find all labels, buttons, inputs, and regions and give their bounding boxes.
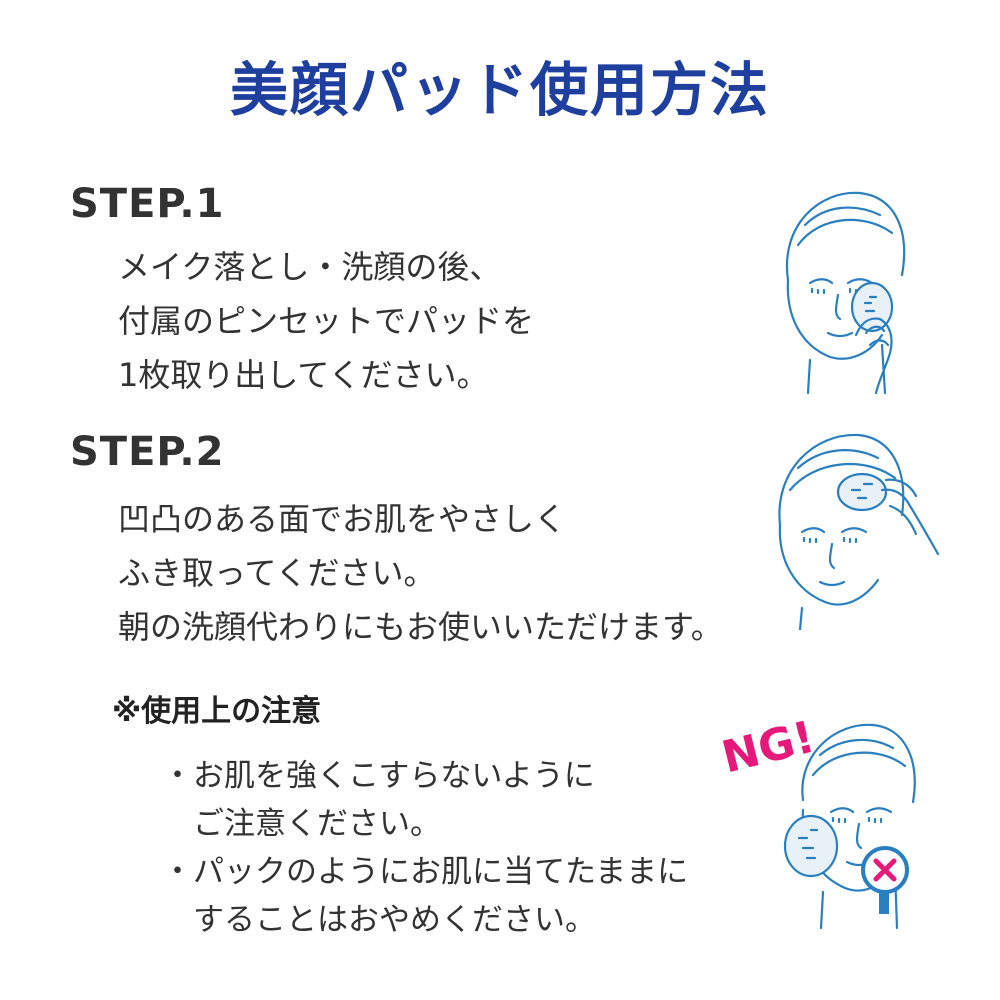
page-title: 美顔パッド使用方法 xyxy=(229,56,770,124)
caution-line-2: ご注意ください。 xyxy=(162,806,441,842)
caution-line-3: ・パックのようにお肌に当てたままに xyxy=(162,854,689,890)
caution-heading: ※使用上の注意 xyxy=(112,694,322,729)
step2-text: 凹凸のある面でお肌をやさしく ふき取ってください。 朝の洗顔代わりにもお使いいた… xyxy=(118,492,723,654)
step2-line-1: 凹凸のある面でお肌をやさしく xyxy=(118,500,567,538)
step1-line-2: 付属のピンセットでパッドを xyxy=(118,302,535,340)
face-pad-forehead-illustration xyxy=(778,433,940,630)
cross-mark-icon xyxy=(861,846,909,914)
face-pad-cheek-illustration xyxy=(785,191,906,395)
face-pad-ng-illustration xyxy=(783,723,916,930)
step2-heading: STEP.2 xyxy=(70,429,225,475)
step1-heading: STEP.1 xyxy=(70,181,225,227)
caution-line-1: ・お肌を強くこすらないように xyxy=(162,758,595,794)
step2-line-3: 朝の洗顔代わりにもお使いいただけます。 xyxy=(118,608,723,646)
step1-line-3: 1枚取り出してください。 xyxy=(118,356,489,394)
step1-line-1: メイク落とし・洗顔の後、 xyxy=(118,248,502,286)
step2-line-2: ふき取ってください。 xyxy=(118,554,436,592)
caution-line-4: することはおやめください。 xyxy=(162,902,596,938)
caution-list: ・お肌を強くこすらないように ご注意ください。 ・パックのようにお肌に当てたまま… xyxy=(162,752,688,944)
step1-text: メイク落とし・洗顔の後、 付属のピンセットでパッドを 1枚取り出してください。 xyxy=(118,240,534,402)
